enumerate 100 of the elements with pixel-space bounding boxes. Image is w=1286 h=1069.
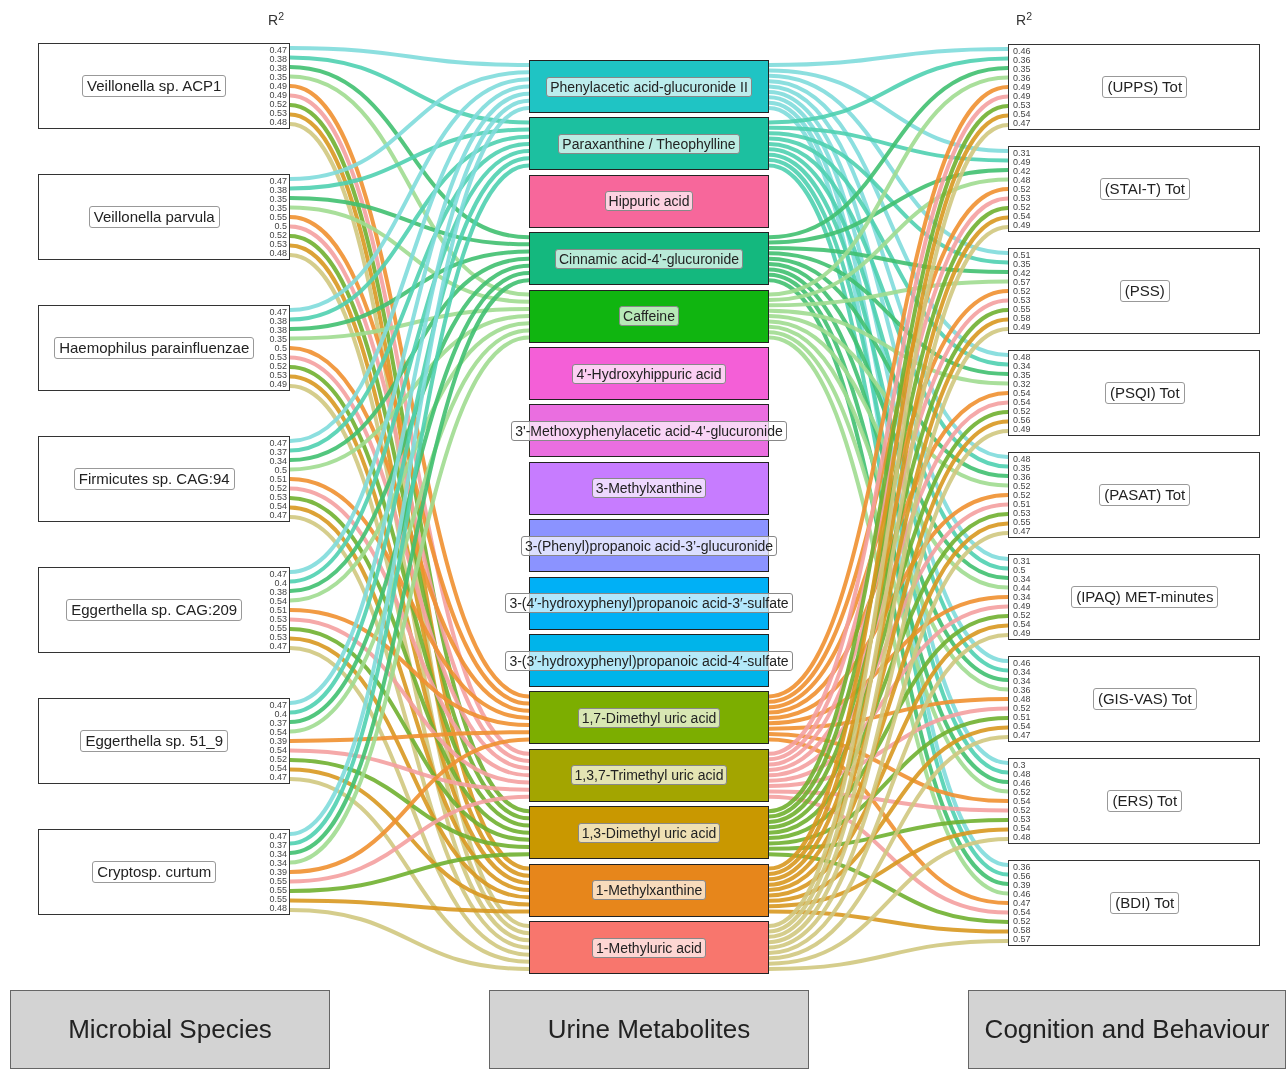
ribbon-connector — [769, 47, 1008, 67]
ribbon-connector — [289, 748, 530, 792]
r-squared-value: 0.49 — [1013, 628, 1031, 638]
r-squared-value: 0.38 — [269, 316, 287, 326]
ribbon-connector — [768, 279, 1009, 308]
r-squared-value: 0.46 — [1013, 778, 1031, 788]
r-squared-value: 0.55 — [1013, 304, 1031, 314]
r-squared-value: 0.31 — [1013, 148, 1031, 158]
species-label: Eggerthella sp. CAG:209 — [66, 599, 243, 621]
r-squared-value: 0.52 — [1013, 286, 1031, 296]
score-label: (UPPS) Tot — [1102, 76, 1188, 98]
ribbon-connector — [289, 636, 530, 900]
ribbon-connector — [289, 646, 530, 957]
r-squared-value: 0.42 — [1013, 166, 1031, 176]
r-squared-value: 0.54 — [1013, 619, 1031, 629]
metabolite-bar — [529, 806, 769, 860]
r-squared-value: 0.51 — [269, 605, 287, 615]
ribbon-connector — [289, 256, 530, 462]
ribbon-connector — [289, 314, 530, 472]
r-squared-value: 0.34 — [1013, 667, 1031, 677]
score-box — [1008, 554, 1260, 640]
r-squared-value: 0.37 — [269, 447, 287, 457]
r-squared-value: 0.52 — [269, 99, 287, 109]
metabolite-bar — [529, 748, 769, 802]
r-squared-value: 0.53 — [1013, 295, 1031, 305]
ribbon-connector — [768, 308, 1009, 386]
r-squared-value: 0.46 — [1013, 46, 1031, 56]
ribbon-connector — [289, 249, 530, 331]
metabolite-label: 3-Methylxanthine — [591, 478, 707, 499]
score-label: (IPAQ) MET-minutes — [1071, 586, 1219, 608]
r-squared-value: 0.51 — [269, 474, 287, 484]
metabolite-bar — [529, 347, 769, 400]
r-squared-value: 0.4 — [274, 709, 287, 719]
r-squared-value: 0.35 — [269, 194, 287, 204]
r-squared-value: 0.47 — [269, 569, 287, 579]
score-label: (BDI) Tot — [1110, 892, 1180, 914]
r-squared-value: 0.49 — [1013, 220, 1031, 230]
r-squared-value: 0.57 — [1013, 934, 1031, 944]
r-squared-value: 0.38 — [269, 185, 287, 195]
r-squared-value: 0.37 — [269, 718, 287, 728]
r-squared-value: 0.4 — [274, 578, 287, 588]
r-squared-value: 0.36 — [1013, 685, 1031, 695]
ribbon-connector — [768, 400, 1009, 772]
ribbon-connector — [768, 84, 1009, 459]
r-squared-value: 0.31 — [1013, 556, 1031, 566]
ribbon-connector — [768, 852, 1009, 924]
r-squared-value: 0.55 — [1013, 517, 1031, 527]
ribbon-connector — [768, 531, 1009, 950]
r-squared-value: 0.47 — [269, 772, 287, 782]
r-squared-value: 0.36 — [1013, 55, 1031, 65]
score-box — [1008, 350, 1260, 436]
r-squared-value: 0.34 — [1013, 361, 1031, 371]
r-squared-value: 0.51 — [1013, 712, 1031, 722]
ribbon-connector — [768, 79, 1009, 357]
score-label: (GIS-VAS) Tot — [1092, 688, 1197, 710]
r-squared-value: 0.55 — [269, 623, 287, 633]
ribbon-connector — [289, 321, 530, 603]
r-squared-value: 0.54 — [269, 763, 287, 773]
r-squared-value: 0.35 — [1013, 370, 1031, 380]
ribbon-connector — [768, 604, 1009, 783]
species-label: Veillonella parvula — [88, 206, 220, 228]
r-squared-value: 0.32 — [1013, 379, 1031, 389]
ribbon-connector — [289, 477, 530, 720]
ribbon-connector — [768, 837, 1009, 966]
r-squared-value: 0.54 — [1013, 721, 1031, 731]
metabolite-bar — [529, 174, 769, 228]
r-squared-value: 0.48 — [1013, 769, 1031, 779]
r-squared-value: 0.54 — [269, 727, 287, 737]
ribbon-connector — [768, 521, 1009, 893]
ribbon-connector — [768, 512, 1009, 835]
score-label: (ERS) Tot — [1107, 790, 1183, 812]
metabolite-label: 3-(4′-hydroxyphenyl)propanoic acid-3′-sulfate — [505, 593, 793, 614]
metabolite-label: 1,3-Dimethyl uric acid — [577, 822, 721, 843]
metabolite-bar — [529, 691, 769, 745]
r-squared-value: 0.5 — [1013, 565, 1026, 575]
r-squared-value: 0.52 — [1013, 406, 1031, 416]
score-box — [1008, 758, 1260, 844]
r-squared-value: 0.53 — [269, 239, 287, 249]
ribbon-connector — [289, 134, 530, 322]
metabolite-label: Phenylacetic acid-glucuronide II — [546, 76, 752, 97]
score-box — [1008, 248, 1260, 334]
r-squared-value: 0.38 — [269, 54, 287, 64]
r-squared-value: 0.47 — [269, 438, 287, 448]
r-squared-value: 0.47 — [269, 641, 287, 651]
r-squared-value: 0.54 — [1013, 907, 1031, 917]
r-squared-value: 0.49 — [269, 81, 287, 91]
ribbon-connector — [768, 391, 1009, 715]
r-squared-value: 0.52 — [1013, 490, 1031, 500]
ribbon-connector — [289, 205, 530, 304]
ribbon-connector — [768, 697, 1009, 731]
r-squared-value: 0.58 — [1013, 313, 1031, 323]
ribbon-connector — [289, 306, 530, 341]
r-squared-value: 0.47 — [1013, 898, 1031, 908]
r-squared-value: 0.53 — [269, 614, 287, 624]
r-squared-value: 0.5 — [274, 465, 287, 475]
ribbon-connector — [289, 908, 530, 971]
ribbon-connector — [289, 65, 530, 240]
metabolite-label: 3-(3′-hydroxyphenyl)propanoic acid-4′-sulfate — [505, 650, 793, 671]
ribbon-connector — [768, 732, 1009, 803]
ribbon-connector — [768, 177, 1009, 302]
